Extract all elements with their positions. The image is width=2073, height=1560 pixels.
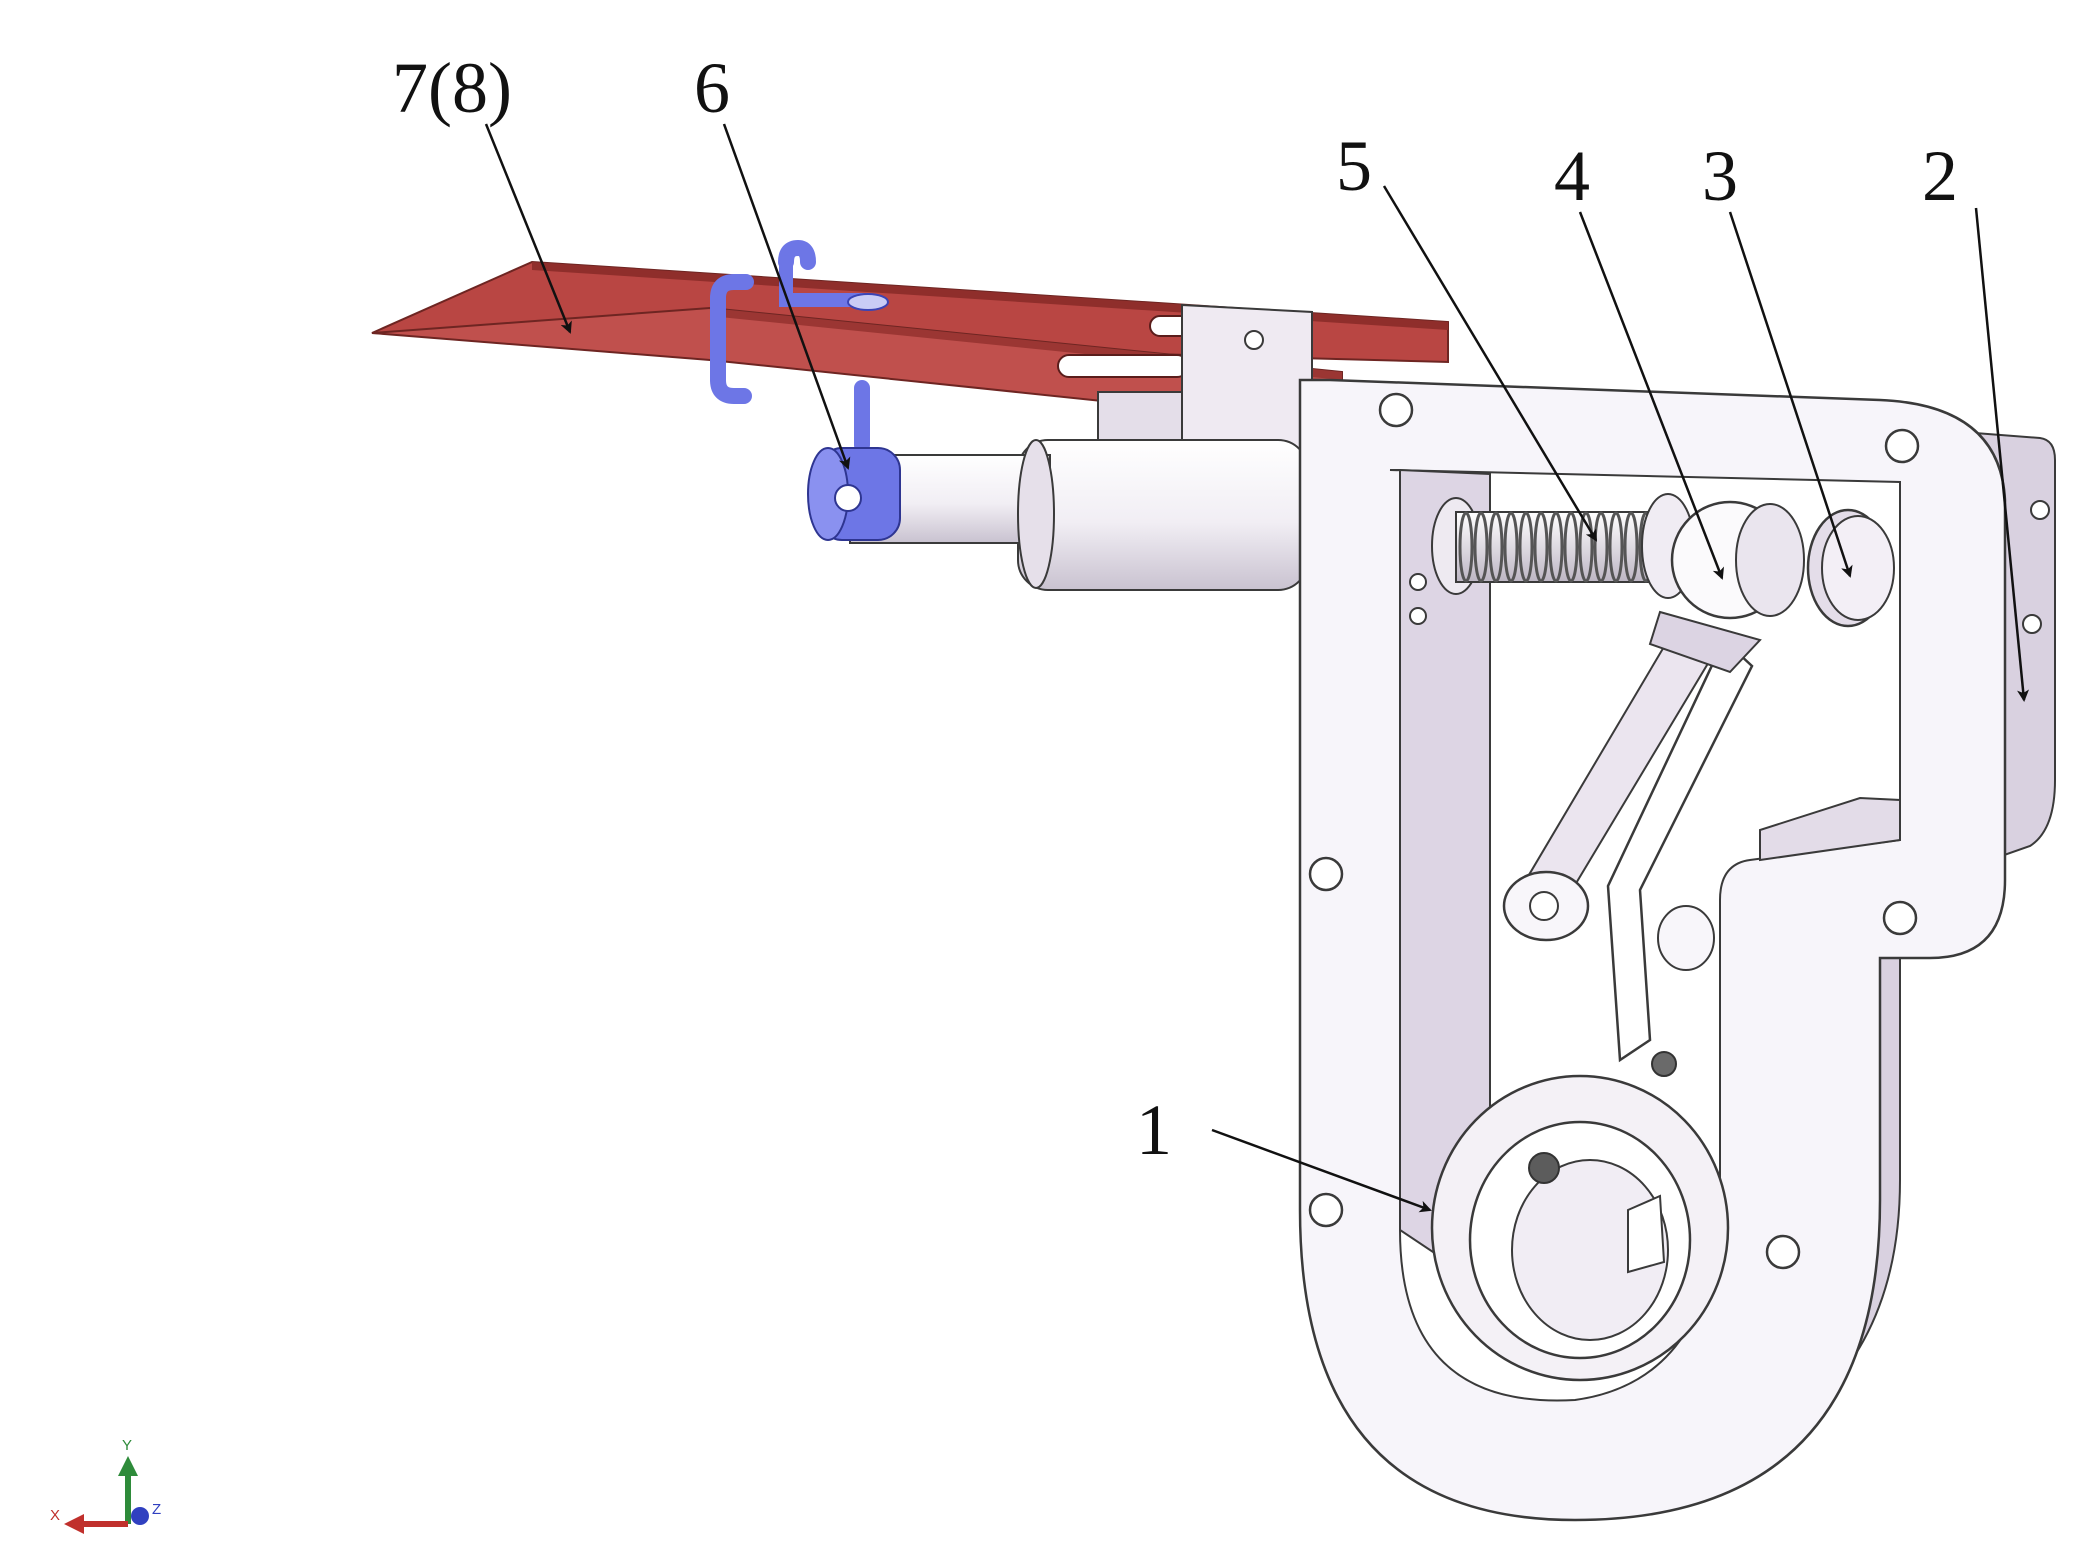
lever-arm [1502, 610, 1762, 1077]
leader-line-2 [1974, 207, 2030, 702]
leader-line-7 [484, 123, 572, 334]
axis-x-label: X [50, 1507, 60, 1524]
roller [1806, 508, 1895, 628]
spring-coil [1548, 511, 1564, 583]
axis-z-label: Z [152, 1501, 161, 1518]
callout-labels: 1 2 3 4 5 6 7(8) [392, 48, 2030, 1213]
spring-coil [1623, 511, 1639, 583]
axis-x-arrow-icon [64, 1514, 84, 1534]
cam-housing [1430, 1074, 1730, 1382]
spring-coil [1578, 511, 1594, 583]
pivot-joint [1670, 500, 1805, 620]
leader-line-3 [1728, 211, 1853, 578]
leader-line-6 [722, 123, 851, 470]
spring-coil [1518, 511, 1534, 583]
callout-label-1: 1 [1136, 1090, 1172, 1170]
leader-line-4 [1578, 211, 1724, 580]
collar-bracket [710, 239, 901, 541]
spring-coil [1608, 511, 1624, 583]
callout-label-7: 7(8) [392, 48, 512, 128]
spring-coil [1473, 511, 1489, 583]
spring-coil [1563, 511, 1579, 583]
spring-coil [1593, 511, 1609, 583]
shaft-cylinder [849, 439, 1309, 591]
callout-label-4: 4 [1554, 136, 1590, 216]
callout-label-3: 3 [1702, 136, 1738, 216]
leader-line-5 [1382, 185, 1598, 542]
spring-coil [1503, 511, 1519, 583]
axis-z-dot-icon [131, 1507, 149, 1525]
callout-label-5: 5 [1336, 126, 1372, 206]
callout-label-6: 6 [694, 48, 730, 128]
callout-label-2: 2 [1922, 136, 1958, 216]
spring-coil [1488, 511, 1504, 583]
leader-line-1 [1211, 1128, 1432, 1213]
axis-y-label: Y [122, 1437, 132, 1454]
axis-y-arrow-icon [118, 1456, 138, 1476]
spring-coil [1458, 511, 1474, 583]
axis-triad: Y X Z [50, 1437, 161, 1534]
spring-coil [1533, 511, 1549, 583]
